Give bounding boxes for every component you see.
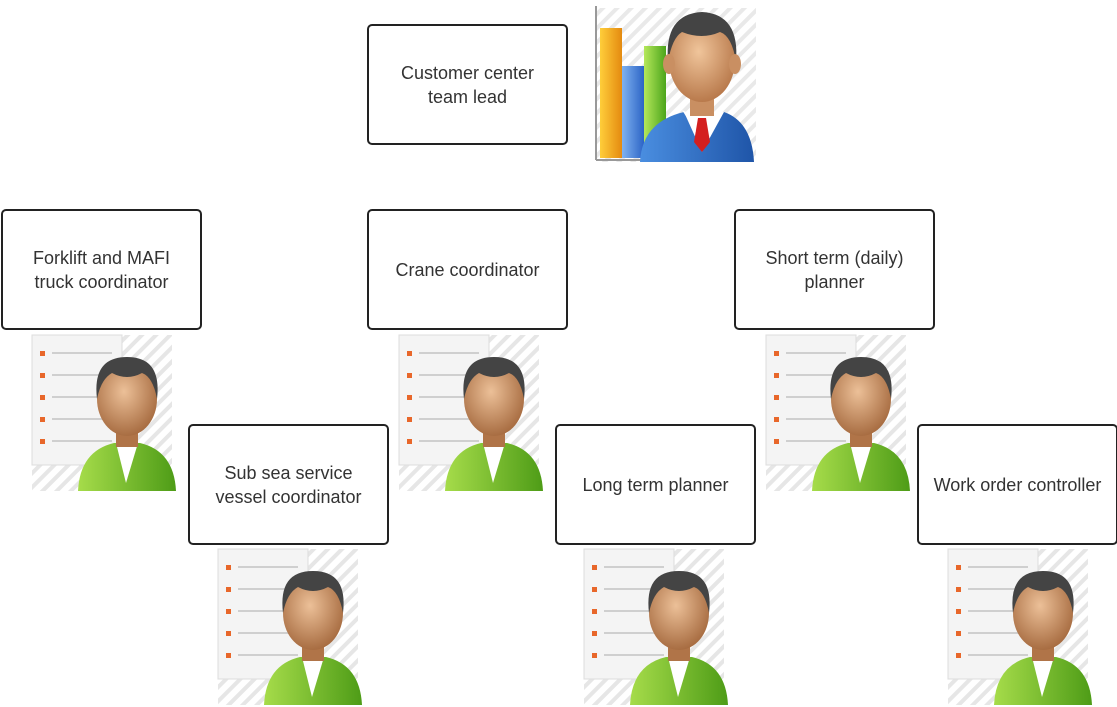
role-label-long-term: Long term planner <box>582 474 729 495</box>
role-label-subsea: Sub sea service vessel coordinator <box>215 462 362 507</box>
worker-with-checklist-icon <box>214 547 364 707</box>
role-label-forklift: Forklift and MAFI truck coordinator <box>32 247 171 292</box>
role-box-forklift: Forklift and MAFI truck coordinator <box>1 209 202 330</box>
worker-with-checklist-icon <box>28 333 178 493</box>
role-label-crane: Crane coordinator <box>395 259 540 280</box>
worker-with-checklist-icon <box>944 547 1094 707</box>
role-box-subsea: Sub sea service vessel coordinator <box>188 424 389 545</box>
worker-with-checklist-icon <box>762 333 912 493</box>
role-label-work-order: Work order controller <box>933 474 1102 495</box>
role-box-short-term: Short term (daily) planner <box>734 209 935 330</box>
role-label-short-term: Short term (daily) planner <box>765 247 904 292</box>
role-box-work-order: Work order controller <box>917 424 1117 545</box>
worker-with-checklist-icon <box>580 547 730 707</box>
role-label-team-lead: Customer center team lead <box>400 62 535 107</box>
role-box-crane: Crane coordinator <box>367 209 568 330</box>
role-box-long-term: Long term planner <box>555 424 756 545</box>
manager-with-chart-icon <box>592 2 762 164</box>
worker-with-checklist-icon <box>395 333 545 493</box>
role-box-team-lead: Customer center team lead <box>367 24 568 145</box>
